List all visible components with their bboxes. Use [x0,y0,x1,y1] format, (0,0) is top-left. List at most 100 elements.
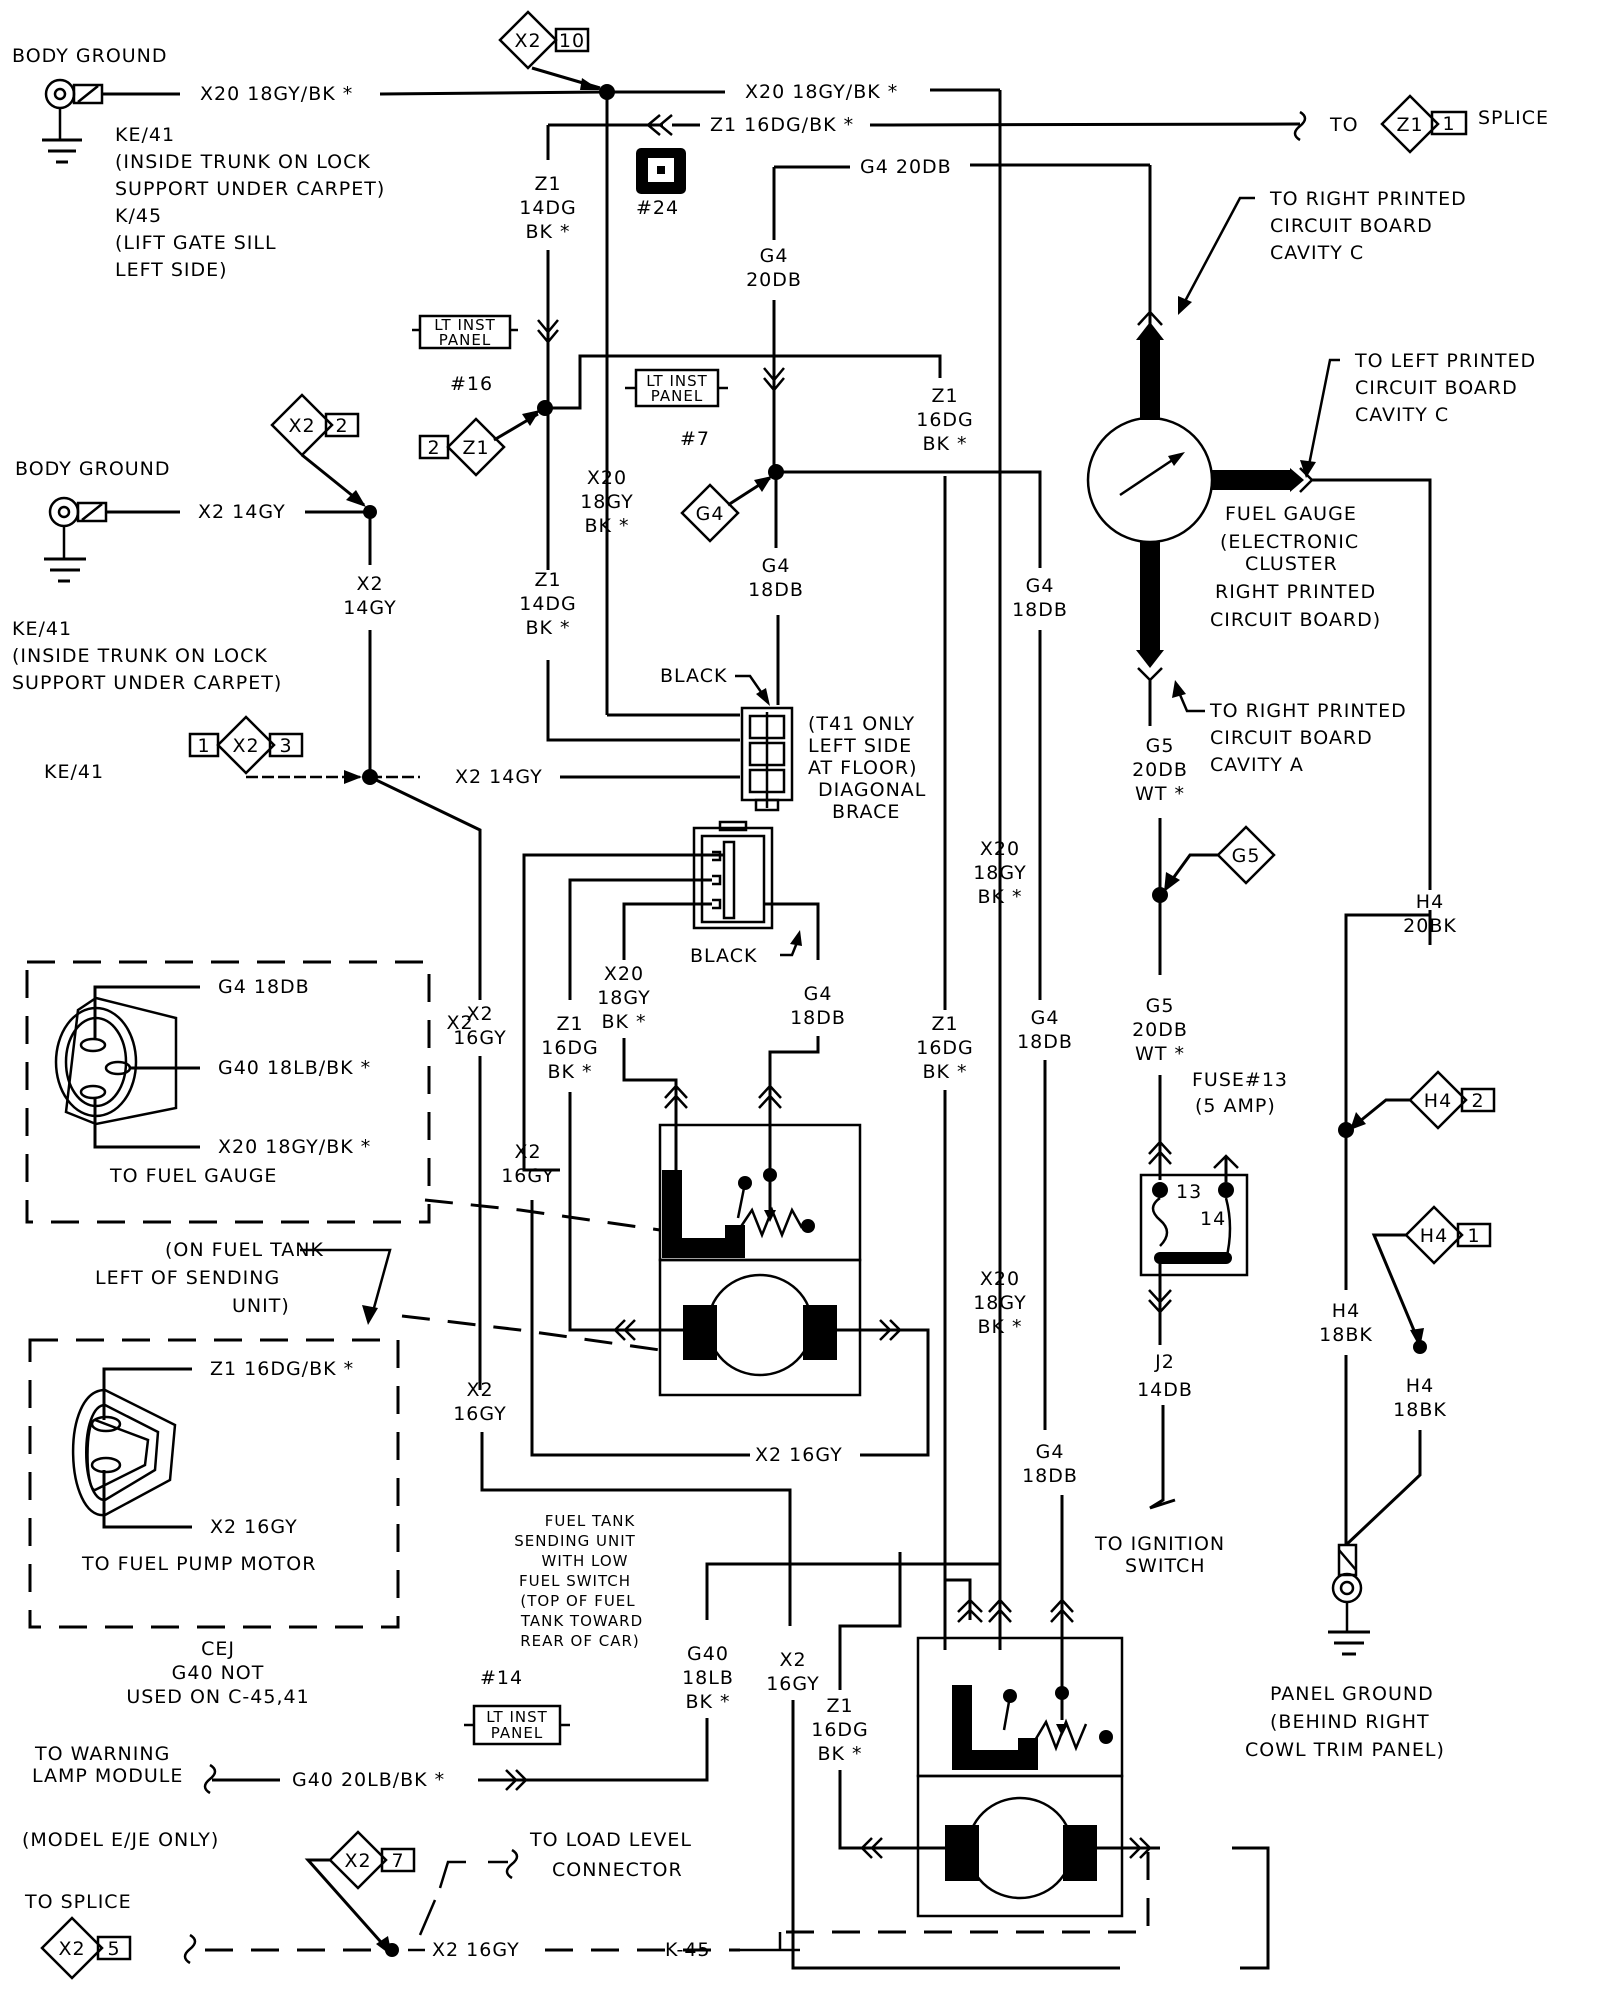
svg-text:X2: X2 [344,1850,371,1872]
svg-text:(ON FUEL TANK: (ON FUEL TANK [165,1239,324,1261]
svg-text:13: 13 [1176,1181,1202,1203]
svg-text:DIAGONAL: DIAGONAL [818,779,926,801]
svg-text:J2: J2 [1154,1351,1175,1373]
svg-text:BLACK: BLACK [690,945,757,967]
svg-text:16GY: 16GY [766,1673,820,1695]
svg-text:Z1 16DG/BK *: Z1 16DG/BK * [210,1358,354,1380]
svg-text:REAR OF CAR): REAR OF CAR) [520,1632,640,1650]
svg-text:BODY GROUND: BODY GROUND [15,458,171,480]
svg-text:X2 16GY: X2 16GY [432,1939,520,1961]
svg-text:BK *: BK * [977,886,1022,908]
wire-break-icon [183,1933,197,1965]
svg-text:TANK TOWARD: TANK TOWARD [520,1612,643,1630]
fuse-13-icon: 13 14 [1139,1140,1249,1277]
fuse-label: FUSE#13 [1192,1069,1288,1091]
svg-text:Z1: Z1 [534,173,561,195]
svg-text:CIRCUIT BOARD: CIRCUIT BOARD [1355,377,1518,399]
svg-text:X2: X2 [446,1012,473,1034]
svg-text:G40 NOT: G40 NOT [172,1662,265,1684]
svg-text:Z1: Z1 [1396,114,1423,136]
svg-text:X20: X20 [980,838,1020,860]
svg-text:X2: X2 [466,1003,493,1025]
svg-text:PANEL: PANEL [491,1724,543,1742]
svg-text:LT INST: LT INST [486,1708,548,1726]
svg-text:18LB: 18LB [682,1667,734,1689]
svg-text:(INSIDE TRUNK ON LOCK: (INSIDE TRUNK ON LOCK [12,645,268,667]
svg-text:18DB: 18DB [1012,599,1068,621]
svg-text:16DG: 16DG [916,409,974,431]
fuel-gauge-connector-box: G4 18DB G40 18LB/BK * X20 18GY/BK * TO F… [25,960,431,1224]
svg-text:TO FUEL PUMP MOTOR: TO FUEL PUMP MOTOR [81,1553,316,1575]
svg-text:X2 16GY: X2 16GY [210,1516,298,1538]
svg-text:SUPPORT UNDER CARPET): SUPPORT UNDER CARPET) [115,178,385,200]
svg-text:G4: G4 [804,983,833,1005]
svg-text:1: 1 [197,735,210,757]
svg-text:TO IGNITION: TO IGNITION [1094,1533,1225,1555]
svg-text:Z1: Z1 [462,437,489,459]
resistor-icon [738,1206,804,1239]
svg-text:X2 14GY: X2 14GY [455,766,543,788]
fuel-gauge: FUEL GAUGE (ELECTRONIC CLUSTER RIGHT PRI… [1086,310,1380,682]
svg-text:X20: X20 [587,467,627,489]
junction-dot [1152,887,1168,903]
svg-text:18GY: 18GY [973,1292,1027,1314]
svg-text:FUEL TANK: FUEL TANK [545,1512,636,1530]
connector-24-label: #24 [636,197,679,219]
svg-text:1: 1 [1467,1225,1480,1247]
svg-text:SWITCH: SWITCH [1125,1555,1206,1577]
svg-text:BK *: BK * [817,1743,862,1765]
svg-text:14DB: 14DB [1137,1379,1193,1401]
svg-text:20DB: 20DB [746,269,802,291]
svg-text:K/45: K/45 [115,205,162,227]
svg-text:10: 10 [559,30,585,52]
svg-text:G4: G4 [1031,1007,1060,1029]
ground-eyelet-icon [48,496,80,528]
svg-text:X2: X2 [58,1938,85,1960]
connector-black-lower [692,820,774,930]
svg-text:CAVITY A: CAVITY A [1210,754,1304,776]
svg-text:X20 18GY/BK *: X20 18GY/BK * [218,1136,371,1158]
fuel-pump-sending-unit-upper [610,1080,902,1397]
svg-text:TO RIGHT PRINTED: TO RIGHT PRINTED [1209,700,1407,722]
splice-g5: G5 [1164,825,1276,892]
svg-text:PANEL GROUND: PANEL GROUND [1270,1683,1434,1705]
svg-text:G4 20DB: G4 20DB [860,156,952,178]
svg-text:(MODEL E/JE ONLY): (MODEL E/JE ONLY) [22,1829,219,1851]
svg-text:G4: G4 [762,555,791,577]
svg-text:BLACK: BLACK [660,665,727,687]
svg-text:X2 14GY: X2 14GY [198,501,286,523]
svg-text:TO: TO [1329,114,1359,136]
splice-x2-3: 1 X2 3 [188,715,362,784]
svg-text:18GY: 18GY [973,862,1027,884]
svg-text:G40 20LB/BK *: G40 20LB/BK * [292,1769,445,1791]
svg-text:LT INST: LT INST [434,316,496,334]
wire-break-icon [203,1763,217,1795]
svg-text:20DB: 20DB [1132,759,1188,781]
svg-text:G4: G4 [696,503,725,525]
panel-ground-icon [1328,1543,1370,1656]
svg-text:18BK: 18BK [1393,1399,1447,1421]
splice-h4-1: H4 1 [1371,1205,1492,1348]
svg-text:X2: X2 [356,573,383,595]
svg-text:(TOP OF FUEL: (TOP OF FUEL [520,1592,635,1610]
svg-text:X2: X2 [514,1141,541,1163]
fuse-rating: (5 AMP) [1195,1095,1276,1117]
connector-24-icon [636,148,686,194]
pump-motor-icon [706,1273,814,1377]
svg-text:Z1: Z1 [556,1013,583,1035]
svg-text:KE/41: KE/41 [12,618,72,640]
svg-text:14GY: 14GY [343,597,397,619]
svg-text:H4: H4 [1406,1375,1434,1397]
svg-text:Z1: Z1 [826,1695,853,1717]
splice-x2-10: X2 10 [498,10,601,90]
lt-inst-panel-16: LT INST PANEL [412,314,518,350]
svg-text:PANEL: PANEL [439,331,491,349]
svg-text:RIGHT PRINTED: RIGHT PRINTED [1215,581,1376,603]
svg-text:TO SPLICE: TO SPLICE [24,1891,132,1913]
svg-text:COWL TRIM PANEL): COWL TRIM PANEL) [1245,1739,1445,1761]
svg-text:SENDING UNIT: SENDING UNIT [514,1532,636,1550]
svg-text:CIRCUIT BOARD: CIRCUIT BOARD [1270,215,1433,237]
svg-text:BK *: BK * [584,515,629,537]
svg-text:Z1 16DG/BK *: Z1 16DG/BK * [710,114,854,136]
splice-z1-1 [1380,94,1440,154]
